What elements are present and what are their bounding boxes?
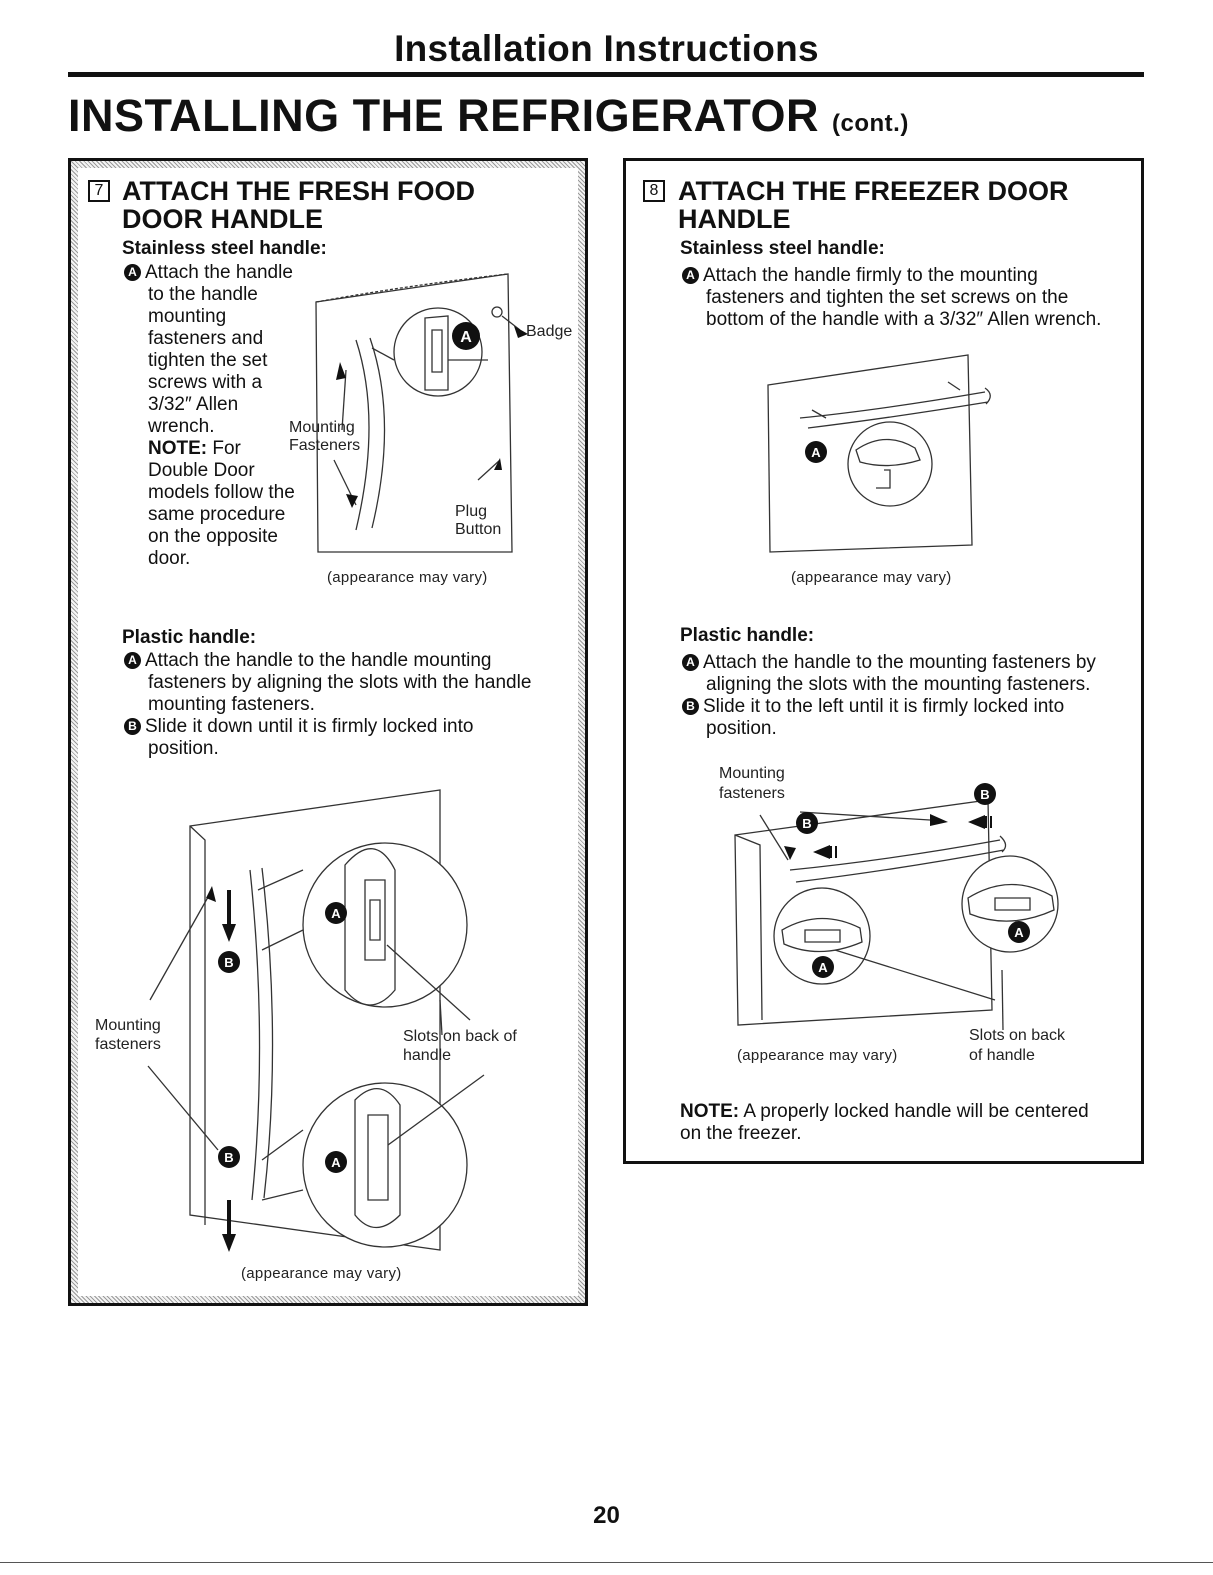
step-7-plastic-line: mounting fasteners. xyxy=(148,694,315,715)
step-8-stainless-line: fasteners and tighten the set screws on … xyxy=(706,287,1069,308)
header-rule xyxy=(68,72,1144,77)
slots-label: Slots on back xyxy=(969,1027,1066,1044)
step-7-note: NOTE: For xyxy=(148,438,241,459)
figure-badge-b: B xyxy=(224,1150,233,1165)
page-number: 20 xyxy=(593,1502,620,1529)
step-7-plastic-badge-b: B xyxy=(124,718,141,735)
step-7-stainless-line: 3/32″ Allen xyxy=(148,394,239,415)
mounting-label: Mounting xyxy=(95,1017,161,1034)
badge-label: Badge xyxy=(526,323,573,340)
figure-badge-a: A xyxy=(811,445,821,460)
step-7-stainless-line: mounting xyxy=(148,306,227,327)
section-title: INSTALLING THE REFRIGERATOR (cont.) xyxy=(68,90,909,142)
step-7-stainless-line: screws with a xyxy=(148,372,263,393)
slots-label-line2: of handle xyxy=(969,1047,1035,1064)
step-7-title-line1: ATTACH THE FRESH FOOD xyxy=(122,176,475,206)
step-8-note: NOTE: A properly locked handle will be c… xyxy=(680,1101,1089,1145)
step-8-note-line: NOTE: A properly locked handle will be c… xyxy=(680,1101,1089,1122)
step-7-stainless-line: to the handle xyxy=(148,284,258,305)
step-7-number-box: 7 xyxy=(88,180,110,202)
section-title-text: INSTALLING THE REFRIGERATOR xyxy=(68,90,819,141)
plug-label: Plug xyxy=(455,503,488,520)
figure-badge-a: A xyxy=(818,960,828,975)
step-8-plastic-badge-b: B xyxy=(682,698,699,715)
step-7-plastic-caption: (appearance may vary) xyxy=(241,1265,402,1282)
step-8-plastic-line: position. xyxy=(706,718,777,739)
fasteners-label: Fasteners xyxy=(289,437,361,454)
step-7-note-line: on the opposite xyxy=(148,526,278,547)
mounting-label: Mounting xyxy=(719,765,785,782)
figure-badge-a: A xyxy=(331,1155,341,1170)
step-7-stainless-line: tighten the set xyxy=(148,350,268,371)
mounting-label: Mounting xyxy=(289,419,355,436)
figure-badge-a: A xyxy=(460,329,472,346)
figure-badge-a: A xyxy=(331,906,341,921)
button-label: Button xyxy=(455,521,502,538)
step-8-number-box: 8 xyxy=(643,180,665,202)
step-7-note-line: Double Door xyxy=(148,460,255,481)
step-7-note-line: same procedure xyxy=(148,504,286,525)
step-7-plastic-line: position. xyxy=(148,738,219,759)
step-8-panel xyxy=(623,158,1144,1164)
step-8-plastic-caption: (appearance may vary) xyxy=(737,1047,898,1064)
step-7-plastic-badge-a: A xyxy=(124,652,141,669)
step-7-note-label: NOTE: xyxy=(148,438,208,459)
header-title: Installation Instructions xyxy=(394,28,819,69)
figure-badge-b: B xyxy=(802,816,811,831)
step-8-stainless-caption: (appearance may vary) xyxy=(791,569,952,586)
step-7-stainless-heading: Stainless steel handle: xyxy=(122,238,327,259)
step-8-note-label: NOTE: xyxy=(680,1101,740,1122)
step-8-plastic-line: aligning the slots with the mounting fas… xyxy=(706,674,1091,695)
step-8-stainless-heading: Stainless steel handle: xyxy=(680,238,885,259)
step-7-title-line2: DOOR HANDLE xyxy=(122,204,323,234)
slots-label-line2: handle xyxy=(403,1047,452,1064)
step-8-plastic-heading: Plastic handle: xyxy=(680,625,815,646)
figure-badge-b: B xyxy=(224,955,233,970)
fasteners-label: fasteners xyxy=(719,785,785,802)
section-title-cont: (cont.) xyxy=(832,110,909,137)
slots-label: Slots on back of xyxy=(403,1028,517,1045)
fasteners-label: fasteners xyxy=(95,1036,161,1053)
step-7-plastic-heading: Plastic handle: xyxy=(122,627,257,648)
step-7-stainless-line: fasteners and xyxy=(148,328,264,349)
step-7-note-line: models follow the xyxy=(148,482,295,503)
step-7-stainless-badge-a: A xyxy=(124,264,141,281)
step-8-stainless-badge-a: A xyxy=(682,267,699,284)
step-7-stainless-line: wrench. xyxy=(148,416,215,437)
bottom-rule xyxy=(0,1562,1213,1563)
step-7-plastic-line: fasteners by aligning the slots with the… xyxy=(148,672,532,693)
step-8-title-line2: HANDLE xyxy=(678,204,791,234)
step-8-stainless-line: bottom of the handle with a 3/32″ Allen … xyxy=(706,309,1102,330)
step-7-note-line: door. xyxy=(148,548,191,569)
step-7-stainless-caption: (appearance may vary) xyxy=(327,569,488,586)
step-8-plastic-badge-a: A xyxy=(682,654,699,671)
figure-badge-b: B xyxy=(980,787,989,802)
step-8-note-line: on the freezer. xyxy=(680,1123,802,1144)
figure-badge-a: A xyxy=(1014,925,1024,940)
step-8-title-line1: ATTACH THE FREEZER DOOR xyxy=(678,176,1069,206)
